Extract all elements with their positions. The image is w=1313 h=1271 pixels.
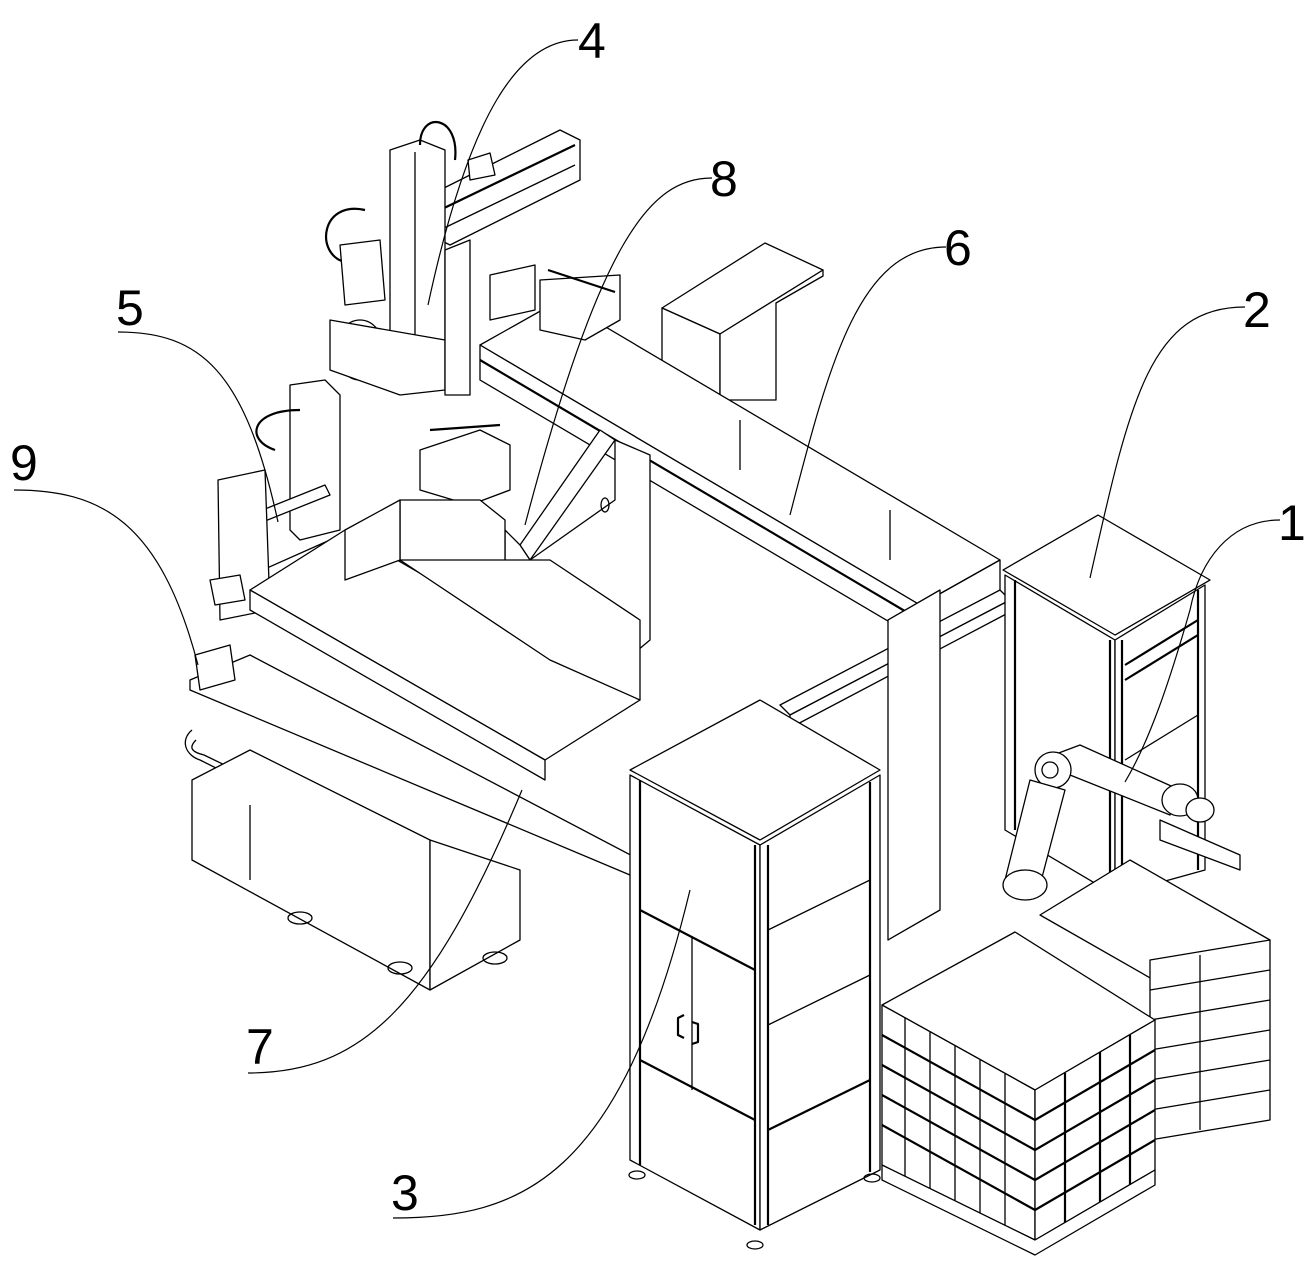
robot-arm-1 bbox=[1002, 744, 1241, 901]
pallet-stack-front bbox=[881, 931, 1156, 1256]
label-7: 7 bbox=[246, 1019, 274, 1075]
leader-6 bbox=[789, 246, 947, 516]
label-6: 6 bbox=[944, 220, 972, 276]
leader-5 bbox=[117, 331, 279, 523]
label-9: 9 bbox=[10, 435, 38, 491]
leader-lines bbox=[13, 39, 1281, 1219]
leader-3 bbox=[392, 889, 691, 1219]
label-3: 3 bbox=[391, 1165, 419, 1221]
leader-9 bbox=[13, 489, 199, 666]
leader-2 bbox=[1089, 306, 1246, 579]
control-cabinet-3 bbox=[628, 699, 881, 1250]
cross-conveyor bbox=[779, 589, 1011, 941]
infeed-9 bbox=[184, 644, 641, 991]
leader-7 bbox=[247, 789, 523, 1074]
gantry-4 bbox=[324, 120, 581, 396]
label-1: 1 bbox=[1278, 495, 1306, 551]
label-8: 8 bbox=[710, 151, 738, 207]
conveyor-housing bbox=[249, 499, 641, 781]
label-5: 5 bbox=[116, 280, 144, 336]
pallet-stack-rear bbox=[1039, 859, 1271, 1141]
leader-4 bbox=[427, 39, 579, 306]
main-conveyor-6 bbox=[479, 299, 1001, 641]
label-4: 4 bbox=[578, 13, 606, 69]
leader-8 bbox=[524, 177, 713, 526]
leader-1 bbox=[1124, 519, 1281, 783]
reference-numerals: 4 8 6 2 1 5 9 7 3 bbox=[10, 13, 1306, 1221]
label-2: 2 bbox=[1243, 282, 1271, 338]
